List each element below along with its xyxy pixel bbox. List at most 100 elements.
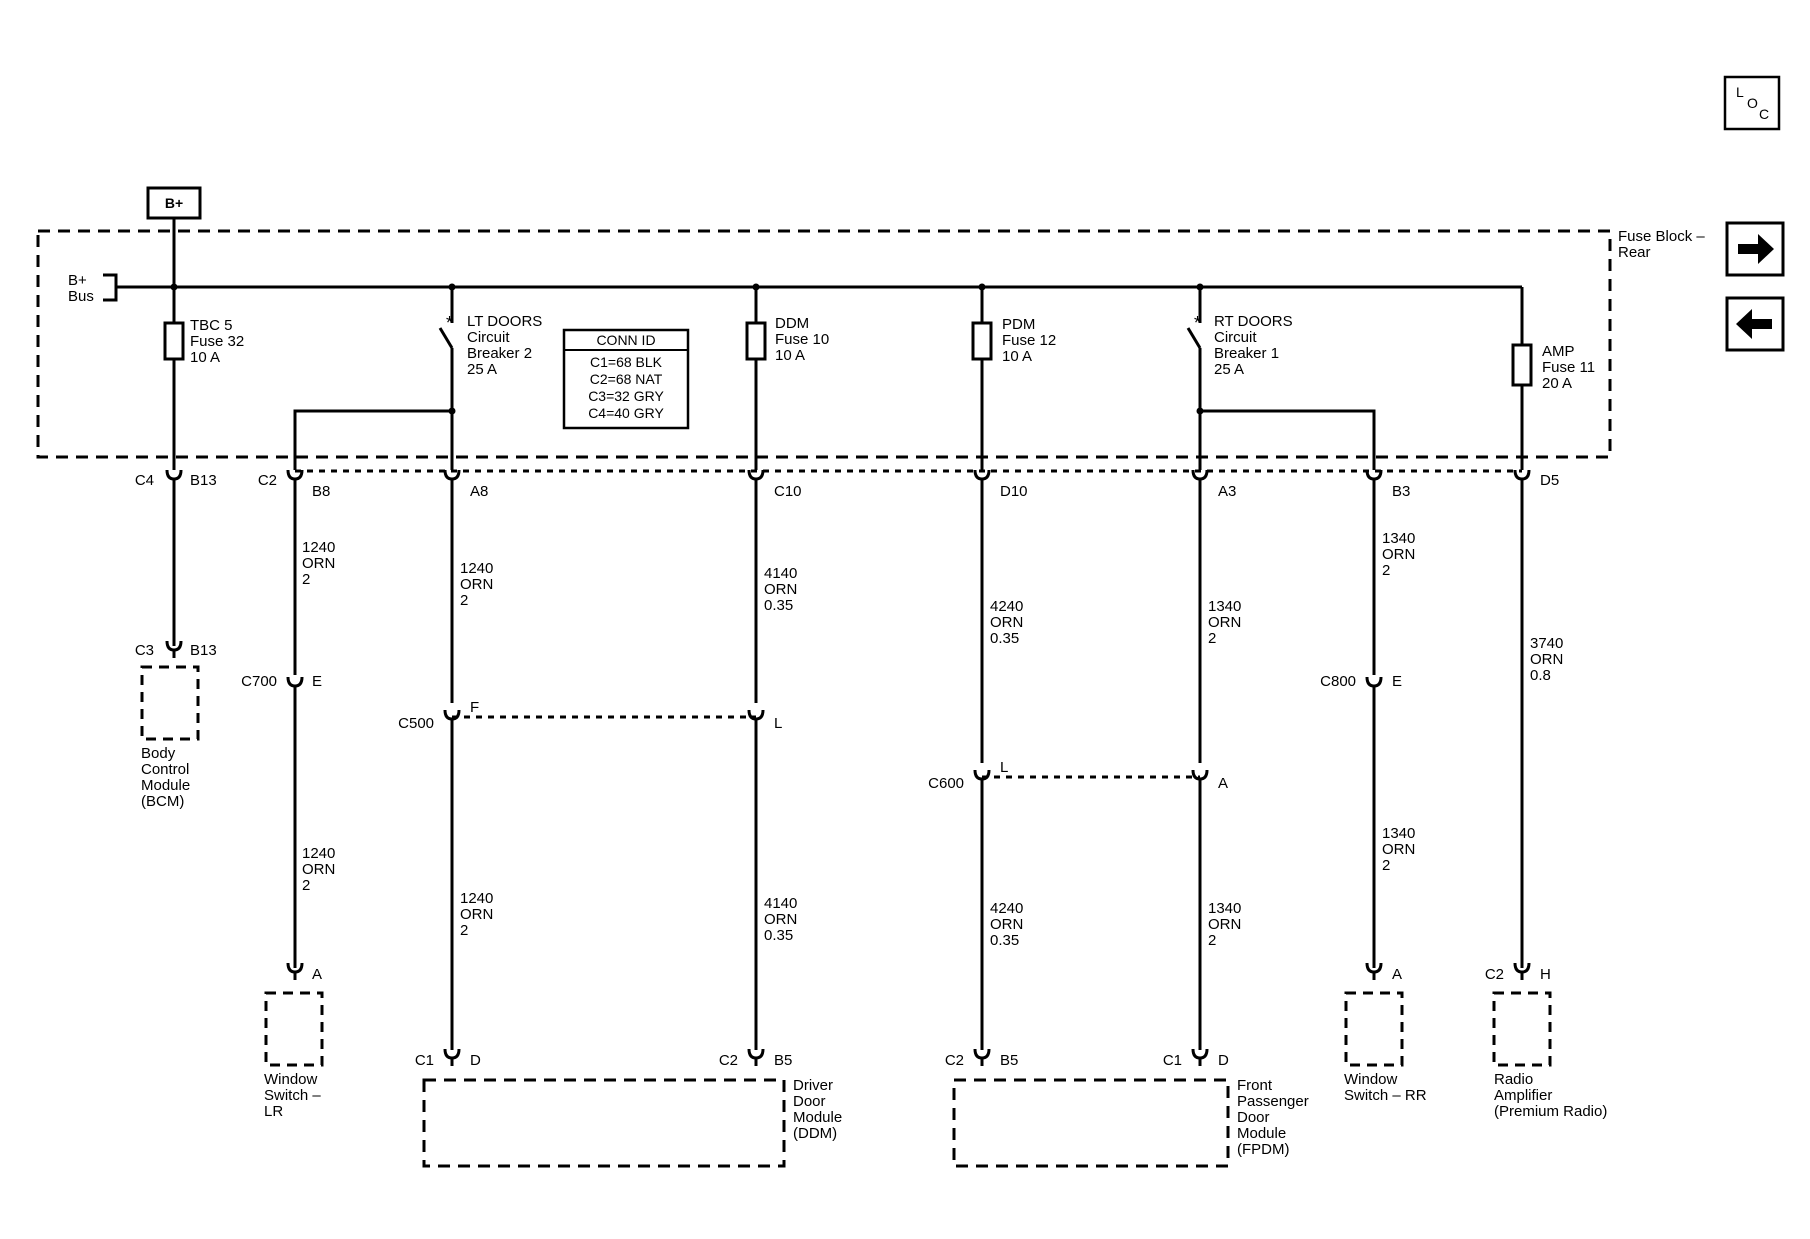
module-pin-label: D [470,1052,481,1069]
junction-dot [448,407,456,415]
window-switch-rr-name: Switch – RR [1344,1087,1427,1104]
conn-id-row: C2=68 NAT [590,371,663,387]
loc-button-frame [1723,75,1781,131]
module-pin-label: B5 [774,1052,792,1069]
rt-doors-label: Breaker 1 [1214,345,1279,362]
ddm-fuse-label: DDM [775,315,809,332]
bcm-name: Module [141,777,190,794]
conn-id-row: C4=40 GRY [588,405,664,421]
pin-label: B13 [190,472,217,489]
wire-label: ORN [990,614,1023,631]
lt-doors-breaker-mark: * [446,313,453,333]
module-connector-label: C2 [945,1052,964,1069]
tbc5-label: 10 A [190,349,220,366]
amp-fuse-label: 20 A [1542,375,1572,392]
pin-label: B8 [312,483,330,500]
module-pin-label: A [1392,966,1402,983]
inline-pin-label: A [1218,775,1228,792]
prev-page-button[interactable] [1736,309,1772,339]
arrow-right-icon [1738,234,1774,264]
wire-label: 0.35 [990,630,1019,647]
wire-label: ORN [764,911,797,928]
wire-lt-doors-branch [293,409,452,470]
junction-dots [170,283,1204,415]
tbc5-label: TBC 5 [190,317,233,334]
next-page-button[interactable] [1738,234,1774,264]
pin-label: A8 [470,483,488,500]
rt-doors-breaker-mark: * [1194,313,1201,333]
bus-label-line2: Bus [68,288,94,305]
loc-letter-l: L [1736,84,1744,100]
connector-pin [1191,1048,1209,1060]
wire-label: ORN [302,555,335,572]
window-switch-rr-box [1344,991,1404,1067]
conn-id-table: CONN ID C1=68 BLK C2=68 NAT C3=32 GRY C4… [562,328,690,430]
connector-pin [747,709,765,721]
loc-button[interactable]: L O C [1736,84,1769,122]
window-switch-lr-name: Window [264,1071,318,1088]
fpdm-name: Module [1237,1125,1286,1142]
wire-label: ORN [460,576,493,593]
wire-label: 2 [302,571,310,588]
lt-doors-breaker-arm [438,327,454,349]
fuse-block-label-line1: Fuse Block – [1618,228,1705,245]
connector-pin [747,1048,765,1060]
fuse-ddm [745,321,767,361]
wire-label: 1240 [460,890,493,907]
ddm-name: Door [793,1093,826,1110]
wire-label: 1240 [302,845,335,862]
module-pin-label: D [1218,1052,1229,1069]
lt-doors-label: Circuit [467,329,510,346]
wire-rt-doors-branch [1200,409,1376,470]
inline-connector-label: C800 [1320,673,1356,690]
wire-label: 3740 [1530,635,1563,652]
ddm-name: (DDM) [793,1125,837,1142]
wire-label: ORN [1382,841,1415,858]
wire-label: 4240 [990,900,1023,917]
wire-label: 2 [1382,857,1390,874]
prev-page-frame [1725,296,1785,352]
module-connector-label: C2 [719,1052,738,1069]
radio-amp-box [1492,991,1552,1067]
module-pin-label: H [1540,966,1551,983]
fuse-tbc5 [163,321,185,361]
junction-dot [1196,283,1204,291]
inline-pin-label: L [774,715,782,732]
arrow-left-icon [1736,309,1772,339]
wire-label: ORN [302,861,335,878]
ddm-name: Driver [793,1077,833,1094]
pin-label: D5 [1540,472,1559,489]
pin-label: A3 [1218,483,1236,500]
fuse-amp [1511,343,1533,387]
fpdm-name: Door [1237,1109,1270,1126]
wire-label: 2 [1208,630,1216,647]
connector-pin [286,676,304,688]
b-plus-source-label: B+ [165,195,183,211]
wire-label: 1340 [1208,598,1241,615]
pin-label: D10 [1000,483,1028,500]
tbc5-label: Fuse 32 [190,333,244,350]
junction-dot [1196,407,1204,415]
bcm-name: (BCM) [141,793,184,810]
wire-label: 1240 [302,539,335,556]
junction-dot [448,283,456,291]
connector-pin [973,1048,991,1060]
fpdm-name: Front [1237,1077,1273,1094]
inline-pin-label: L [1000,759,1008,776]
inline-pin-label: E [312,673,322,690]
window-switch-lr-name: Switch – [264,1087,321,1104]
conn-id-frame [562,328,690,430]
window-switch-rr-name: Window [1344,1071,1398,1088]
bcm-name: Body [141,745,176,762]
ddm-box [422,1078,786,1168]
window-switch-lr-name: LR [264,1103,283,1120]
pin-label: B3 [1392,483,1410,500]
wire-label: ORN [990,916,1023,933]
wire-label: 2 [302,877,310,894]
wire-label: 4140 [764,565,797,582]
wire-label: 2 [460,592,468,609]
connector-pin [973,769,991,781]
module-connector-label: C1 [1163,1052,1182,1069]
module-pin-label: A [312,966,322,983]
fpdm-name: (FPDM) [1237,1141,1290,1158]
